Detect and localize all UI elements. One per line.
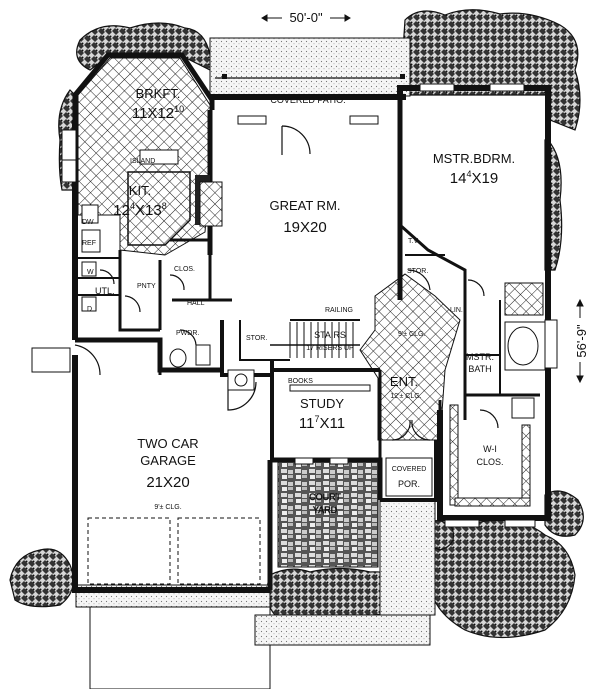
mstr-bath-label: MSTR. [466, 352, 494, 362]
railing-label: RAILING [325, 307, 353, 314]
ref-label: REF [82, 240, 96, 247]
court-label: COURT [309, 492, 341, 502]
driveway [89, 604, 271, 689]
covered-por-label: COVERED [392, 466, 427, 473]
ceiling-right-label: 9'± CLG. [398, 331, 425, 338]
great-rm-label: GREAT RM. [269, 198, 340, 213]
hall-label: HALL [187, 300, 205, 307]
dw-label: DW [82, 219, 94, 226]
garage-side-stoop [31, 347, 71, 373]
island-label: ISLAND [130, 158, 155, 165]
depth-dimension-label: 56'-9" [574, 324, 589, 358]
kitchen-fixtures [81, 149, 223, 253]
entry-floor [359, 273, 461, 441]
fixtures [81, 261, 546, 419]
mstr-bath-label-2: BATH [468, 364, 491, 374]
lin-label: LIN. [450, 307, 463, 314]
brkft-size: 11X1210 [132, 104, 184, 122]
front-walk [254, 614, 431, 646]
covered-por-box [385, 457, 433, 497]
garage-ceiling-note: 9'± CLG. [154, 504, 181, 511]
pnty-label: PNTY [137, 283, 156, 290]
kit-label: KIT. [129, 183, 151, 198]
garage-label: TWO CAR [137, 436, 198, 451]
stor-lower-label: STOR. [246, 335, 267, 342]
study-size: 117X11 [299, 414, 345, 432]
great-rm-size: 19X20 [283, 219, 326, 236]
side-walk [379, 499, 436, 616]
ent-note: 12'± CLG. [390, 393, 421, 400]
landscape-shrubs [9, 9, 584, 639]
kit-size: 124X138 [113, 201, 166, 219]
court-label-2: YARD [313, 505, 338, 515]
interior-walls [78, 100, 540, 460]
windows [61, 83, 558, 528]
wi-clos-label: W-I [483, 444, 497, 454]
d-label: D [87, 306, 92, 313]
covered-por-label-2: POR. [398, 479, 420, 489]
closet-shelves [289, 384, 531, 507]
books-label: BOOKS [288, 378, 313, 385]
dimension-lines [261, 14, 584, 384]
utl-label: UTL. [95, 286, 115, 296]
garage-label-2: GARAGE [140, 453, 196, 468]
mstr-bdrm-label: MSTR.BDRM. [433, 151, 515, 166]
master-bath-shower [504, 282, 544, 316]
tv-label: T.V. [408, 238, 419, 245]
mstr-bdrm-size: 144X19 [450, 169, 498, 187]
stairs-note: 17 RISERS UP [306, 345, 354, 352]
w-label: W [87, 269, 94, 276]
pwdr-label: PWDR. [176, 330, 199, 337]
covered-patio-label: COVERED PATIO. [270, 95, 345, 105]
brkft-label: BRKFT. [136, 86, 181, 101]
covered-patio-slab [209, 37, 411, 97]
garage-doors [87, 517, 261, 585]
doors [74, 125, 499, 441]
study-label: STUDY [300, 396, 344, 411]
ent-label: ENT. [390, 374, 418, 389]
stairs-treads [270, 322, 360, 358]
width-dimension-label: 50'-0" [289, 10, 323, 25]
wi-clos-label-2: CLOS. [476, 457, 503, 467]
stairs-label: STAIRS [314, 330, 346, 340]
clos-label: CLOS. [174, 266, 195, 273]
garage-size: 21X20 [146, 474, 189, 491]
stor-upper-label: STOR. [407, 268, 428, 275]
